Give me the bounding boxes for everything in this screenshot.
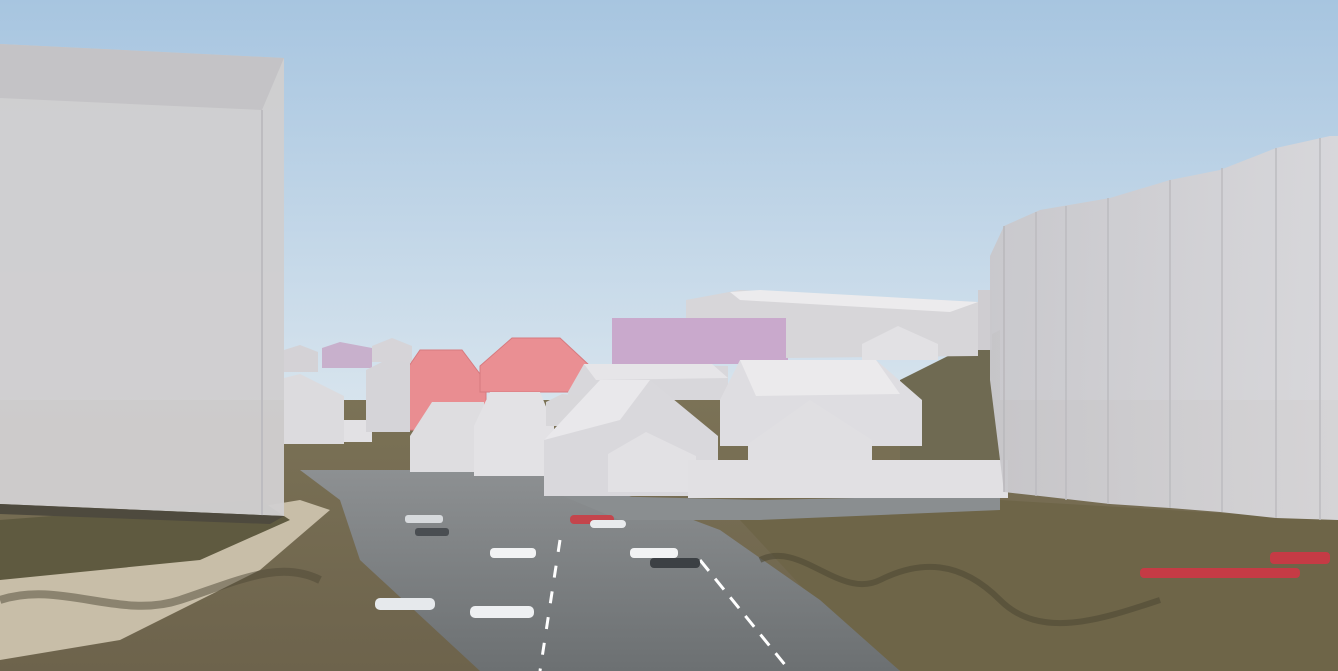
house-long-roof (584, 364, 728, 380)
distant-house-purple (322, 342, 372, 368)
house (748, 400, 872, 462)
car (1270, 552, 1330, 564)
distant-block-side (978, 290, 992, 350)
house (344, 420, 372, 442)
distant-house (372, 338, 412, 362)
tower-left-shadow (0, 504, 284, 524)
car (415, 528, 449, 536)
house (474, 392, 554, 476)
sandy-verge-left (0, 500, 330, 660)
car (375, 598, 435, 610)
tower-left (0, 44, 284, 516)
tower-left-top (0, 44, 284, 110)
low-wall (688, 460, 1008, 498)
car (630, 548, 678, 558)
car (470, 606, 534, 618)
car (650, 558, 700, 568)
terrain-texture (758, 552, 1161, 627)
tent-structure (862, 326, 938, 360)
distant-house (284, 345, 318, 372)
side-street (560, 495, 1000, 520)
house-roof (544, 380, 650, 440)
road-marking-center (538, 539, 562, 671)
distant-block-roof (730, 290, 978, 312)
house-large-roof (740, 360, 900, 396)
car (405, 515, 443, 523)
grass-patch-right (740, 500, 1338, 671)
hillside-right (900, 330, 1000, 460)
car (590, 520, 626, 528)
house (410, 402, 484, 472)
car (490, 548, 536, 558)
distant-block-purple (612, 318, 788, 364)
tower-right (990, 136, 1338, 520)
car (1140, 568, 1300, 578)
house (284, 374, 344, 444)
terrain-texture (0, 567, 322, 610)
house (608, 432, 696, 492)
house (366, 360, 410, 432)
